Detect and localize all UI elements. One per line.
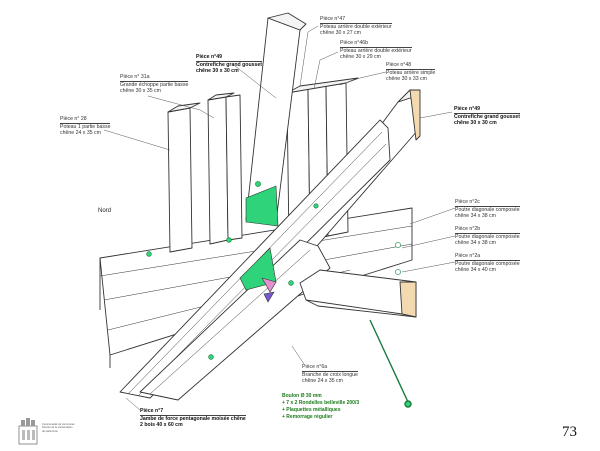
bolt-icon bbox=[395, 242, 401, 248]
bolt-icon bbox=[255, 181, 261, 187]
short-beam-end bbox=[399, 281, 417, 318]
hardware-note: Boulon Ø 30 mm+ 7 x 2 Rondelles bellevil… bbox=[282, 393, 360, 420]
long-bolt bbox=[369, 319, 412, 408]
post-31a-a bbox=[207, 96, 229, 245]
direction-label: Nord bbox=[98, 208, 112, 214]
green-face-upper bbox=[245, 185, 279, 227]
end-grain-face bbox=[409, 89, 421, 141]
page-number: 73 bbox=[562, 424, 577, 440]
short-beam-front bbox=[299, 269, 417, 318]
bolt-icon bbox=[146, 251, 152, 257]
bolt-icon bbox=[208, 354, 214, 360]
bolt-icon bbox=[288, 280, 294, 286]
brace-7 bbox=[119, 119, 391, 399]
post-28 bbox=[167, 107, 193, 253]
purple-face bbox=[263, 291, 275, 303]
institution-logo-icon bbox=[18, 418, 38, 445]
bolt-icon bbox=[313, 203, 319, 209]
post-31a-b bbox=[225, 94, 243, 241]
bolt-icon bbox=[395, 269, 401, 275]
bolt-icon bbox=[226, 237, 232, 243]
pink-face bbox=[261, 277, 277, 293]
